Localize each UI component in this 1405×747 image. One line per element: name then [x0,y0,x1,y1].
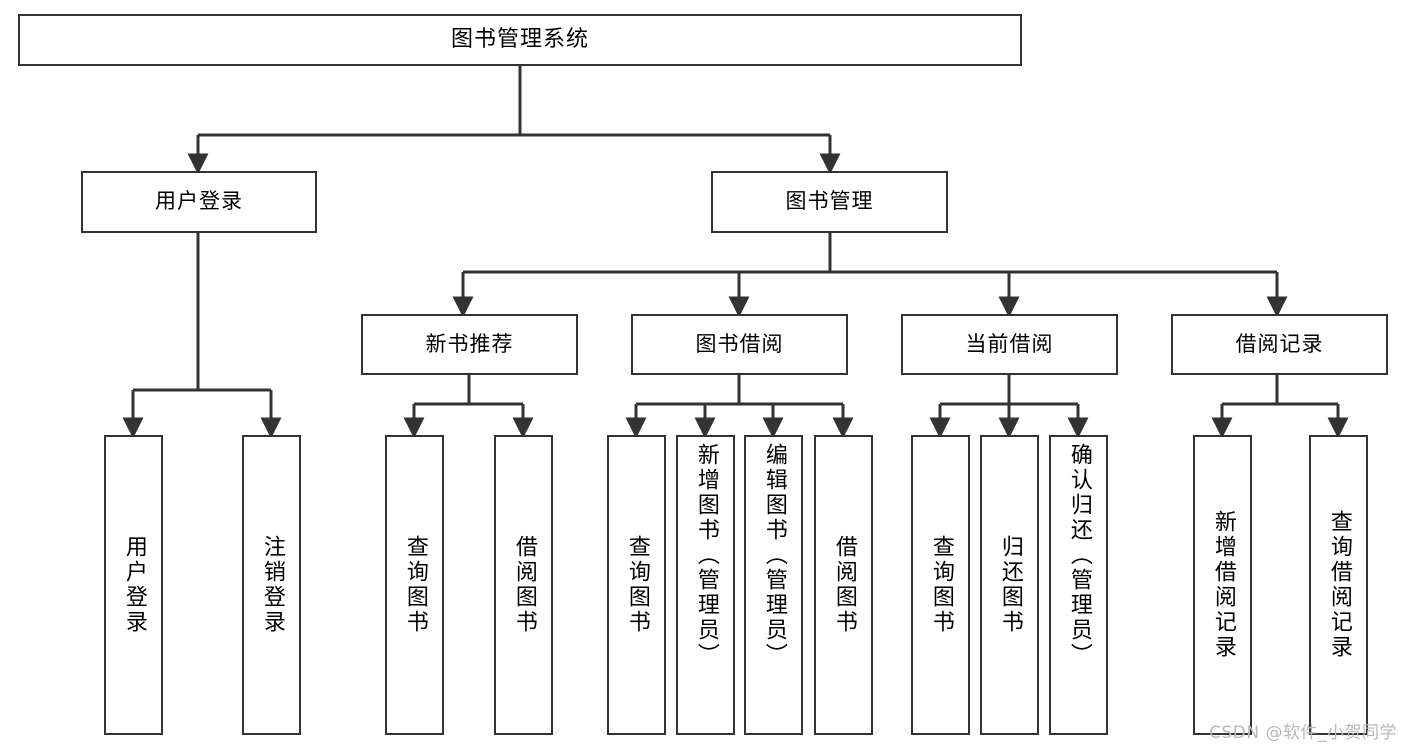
node-new-book-recommend[interactable]: 新书推荐 [361,314,578,375]
node-root[interactable]: 图书管理系统 [18,14,1022,66]
node-book-manage-label: 图书管理 [785,189,874,214]
node-new-book-recommend-label: 新书推荐 [425,331,514,356]
node-root-label: 图书管理系统 [450,26,589,52]
node-leaf-borrow-book-1[interactable]: 借阅图书 [494,435,553,735]
node-leaf-query-record-label: 查询借阅记录 [1326,510,1352,660]
node-book-borrow-label: 图书借阅 [695,331,784,356]
watermark-text: CSDN @软件_小贺同学 [1209,723,1397,743]
node-leaf-confirm-return-label: 确认归还（管理员） [1066,443,1092,668]
node-leaf-borrow-book-1-label: 借阅图书 [511,535,537,635]
node-leaf-add-record-label: 新增借阅记录 [1210,510,1236,660]
node-borrow-record-label: 借阅记录 [1235,331,1324,356]
node-leaf-query-book-2-label: 查询图书 [624,535,650,635]
node-leaf-edit-book-label: 编辑图书（管理员） [761,443,787,668]
node-leaf-borrow-book-2[interactable]: 借阅图书 [814,435,873,735]
node-leaf-query-book-2[interactable]: 查询图书 [607,435,666,735]
node-leaf-query-book-3[interactable]: 查询图书 [911,435,970,735]
node-leaf-confirm-return[interactable]: 确认归还（管理员） [1049,435,1108,735]
node-book-manage[interactable]: 图书管理 [711,171,948,233]
node-leaf-return-book-label: 归还图书 [997,535,1023,635]
node-leaf-add-book[interactable]: 新增图书（管理员） [676,435,735,735]
node-leaf-query-book-3-label: 查询图书 [928,535,954,635]
node-current-borrow[interactable]: 当前借阅 [901,314,1118,375]
node-borrow-record[interactable]: 借阅记录 [1171,314,1388,375]
node-leaf-add-book-label: 新增图书（管理员） [693,443,719,668]
node-leaf-borrow-book-2-label: 借阅图书 [831,535,857,635]
node-leaf-query-book-1-label: 查询图书 [402,535,428,635]
node-user-login-label: 用户登录 [155,189,243,214]
node-current-borrow-label: 当前借阅 [965,331,1054,356]
node-leaf-query-book-1[interactable]: 查询图书 [385,435,444,735]
node-leaf-user-login[interactable]: 用户登录 [104,435,163,735]
node-leaf-user-login-label: 用户登录 [121,535,147,635]
node-leaf-query-record[interactable]: 查询借阅记录 [1309,435,1368,735]
node-user-login[interactable]: 用户登录 [81,171,317,233]
node-leaf-logout-label: 注销登录 [259,535,285,635]
node-leaf-return-book[interactable]: 归还图书 [980,435,1039,735]
node-leaf-logout[interactable]: 注销登录 [242,435,301,735]
node-book-borrow[interactable]: 图书借阅 [631,314,848,375]
node-leaf-edit-book[interactable]: 编辑图书（管理员） [744,435,803,735]
node-leaf-add-record[interactable]: 新增借阅记录 [1193,435,1252,735]
